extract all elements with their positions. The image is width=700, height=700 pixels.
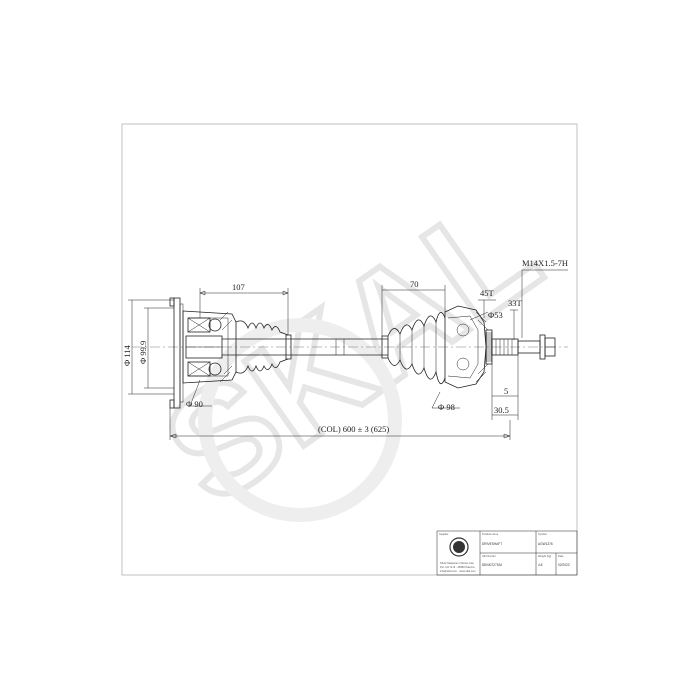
watermark-gear — [198, 318, 402, 522]
weight-value: 4.8 — [538, 563, 543, 567]
product-name: DRIVESHAFT — [482, 542, 502, 546]
symbol-value: AGW1376 — [538, 542, 553, 546]
dim-overall: (COL) 600 ± 3 (625) — [318, 424, 389, 434]
date-value: 02/2023 — [558, 563, 570, 567]
dim-33t: 33T — [508, 298, 523, 308]
dim-dia-53: Φ53 — [488, 310, 503, 320]
dim-dia-99: Φ 99.9 — [138, 341, 148, 364]
weight-header: Weight (kg) — [538, 554, 551, 558]
dim-5: 5 — [504, 386, 508, 396]
dim-dia-98: Φ 98 — [438, 402, 455, 412]
symbol-header: Symbol — [538, 532, 547, 536]
title-block: Supplier SKAL Maquines i Motors Lda. Pol… — [436, 530, 578, 576]
dim-45t: 45T — [480, 288, 495, 298]
inner-boot-upper — [235, 320, 289, 336]
supplier-header: Supplier — [439, 532, 449, 536]
outer-boot-upper — [387, 312, 446, 337]
oe-number: 8D0407271BJ — [482, 563, 503, 567]
inner-cv-joint — [169, 297, 237, 409]
supplier-line-2: Pol. Ind. N-III - 46980 Paterna — [440, 565, 475, 569]
product-name-header: Product name — [482, 532, 499, 536]
supplier-line-3: info@skal.com · www.skal.com — [440, 569, 476, 573]
dim-107: 107 — [232, 282, 245, 292]
date-header: Date — [558, 554, 564, 558]
dim-dia-90: Φ 90 — [186, 399, 203, 409]
outer-boot-lower — [387, 357, 446, 385]
dim-70: 70 — [410, 279, 419, 289]
oe-header: OE Number — [482, 554, 496, 558]
watermark-logo: SKAL — [136, 163, 567, 535]
dim-dia-114: Φ 114 — [122, 344, 132, 366]
inner-boot-lower — [235, 358, 289, 374]
dimension-lines — [128, 269, 568, 440]
dim-30-5: 30.5 — [494, 405, 509, 415]
outer-cv-joint — [444, 305, 556, 389]
drawing-frame — [121, 123, 578, 576]
supplier-line-1: SKAL Maquines i Motors Lda. — [440, 561, 474, 565]
shaft — [222, 338, 388, 356]
watermark: SKAL — [133, 160, 570, 538]
dim-thread: M14X1.5-7H — [522, 258, 568, 268]
